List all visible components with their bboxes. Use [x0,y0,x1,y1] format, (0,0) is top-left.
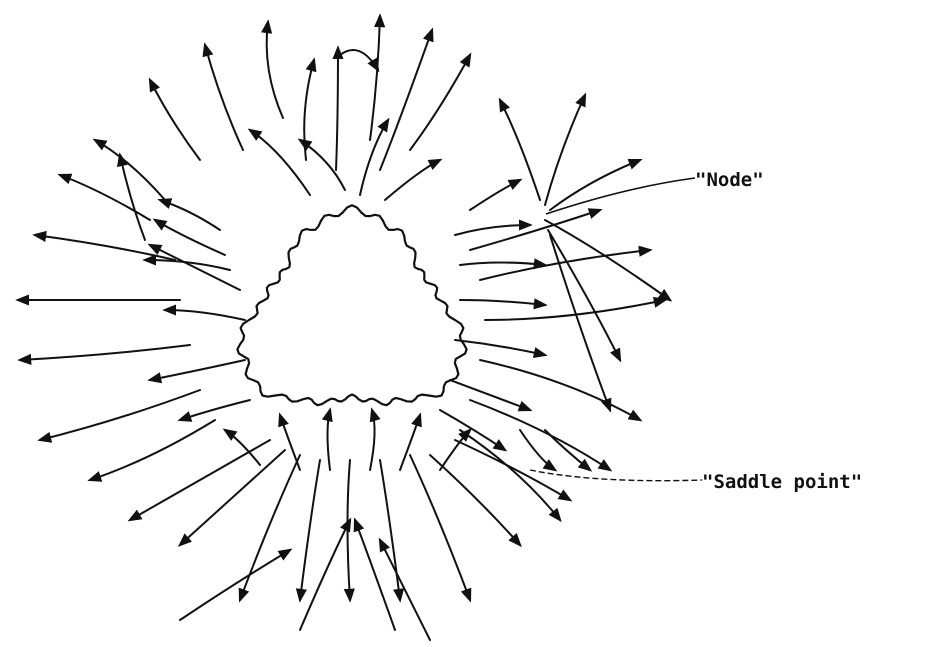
streamline-arrow [150,80,200,160]
streamline-arrow [165,310,245,320]
streamline-arrow [380,540,430,640]
streamline-arrow [90,420,215,480]
streamline-arrow [470,400,610,470]
streamline-arrow [460,300,545,305]
streamline-arrow [440,430,470,470]
streamline-arrow [470,210,600,250]
saddle-point-label: "Saddle point" [702,471,862,493]
streamline-arrow [470,180,520,210]
streamline-arrow [267,22,283,118]
streamline-arrow [480,250,650,280]
streamlines-group [18,16,670,640]
streamline-arrow [370,410,375,470]
saddle-leader-line [530,470,702,481]
streamline-arrow [550,160,640,210]
streamline-arrow [205,45,243,150]
streamline-arrow [150,245,240,290]
streamline-arrow [300,140,345,190]
streamline-arrow [500,100,540,200]
streamline-arrow [410,55,470,150]
streamline-arrow [300,460,320,600]
streamline-arrow [340,50,378,70]
streamline-arrow [355,520,395,630]
streamline-arrow [460,430,560,520]
node-label: "Node" [695,169,764,191]
streamline-arrow [280,415,300,470]
central-body-outline [237,205,466,405]
streamline-arrow [480,360,640,420]
streamline-arrow [385,160,440,200]
streamline-arrow [545,220,670,300]
streamline-arrow [348,460,351,600]
streamline-arrow [380,30,432,170]
streamline-arrow [450,380,530,410]
streamline-arrow [336,48,338,170]
streamline-arrow [180,450,285,545]
streamline-arrow [240,455,300,600]
streamline-arrow [160,200,220,230]
streamline-arrow [400,415,420,470]
streamline-arrow [180,400,250,420]
streamline-arrow [410,455,470,600]
streamline-arrow [455,340,545,355]
streamline-arrow [370,16,380,140]
streamline-arrow [545,95,585,205]
streamline-arrow [328,410,331,470]
streamline-arrow [360,120,388,195]
streamline-arrow [150,360,245,380]
streamline-arrow [180,550,290,620]
streamline-arrow [455,225,530,235]
streamline-arrow [145,260,230,270]
streamline-arrow [20,345,190,360]
streamline-arrow [225,430,260,465]
streamline-arrow [460,263,545,266]
streamline-arrow [40,390,200,440]
streamline-arrow [380,460,400,600]
streamline-arrow [545,430,590,470]
streamline-arrow [440,410,505,450]
